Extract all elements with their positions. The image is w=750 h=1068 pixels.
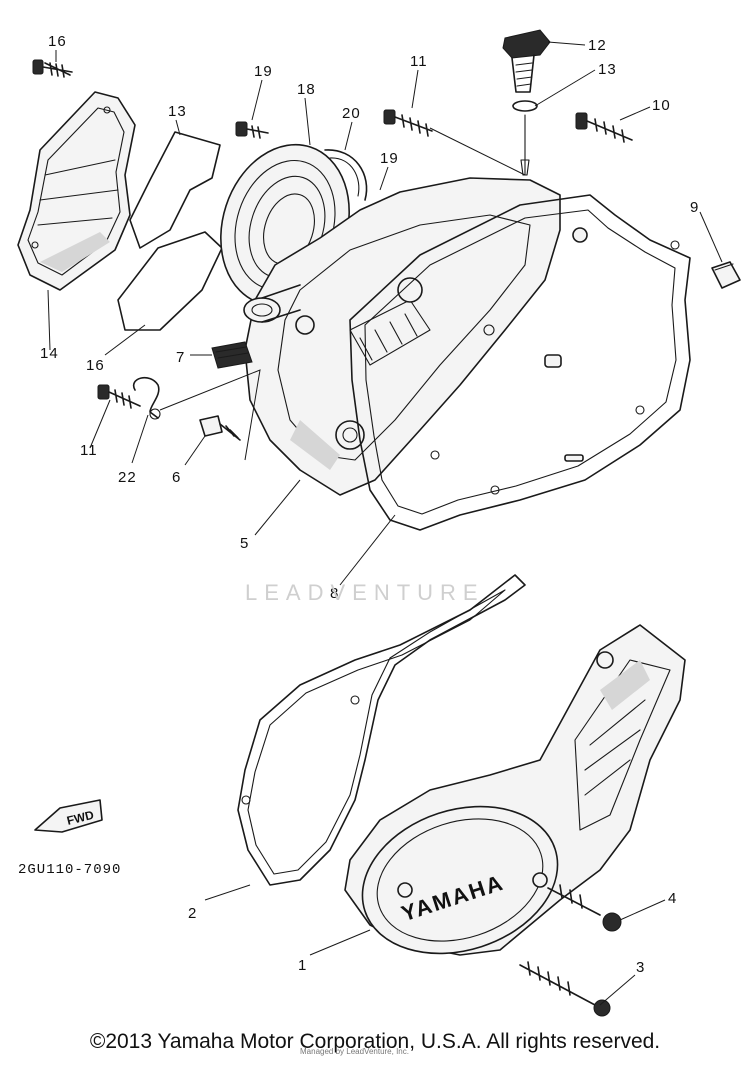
part-20-seal[interactable] [324,149,368,201]
part-2-gasket[interactable] [237,574,526,886]
callout-5: 5 [240,535,249,552]
leader-lines [47,41,723,1006]
callout-9: 9 [690,199,699,216]
part-6-drain-plug[interactable] [199,415,241,441]
callout-8: 8 [330,585,339,602]
callout-13: 13 [598,61,617,78]
callout-7: 7 [176,349,185,366]
part-21-bolt[interactable] [235,121,269,139]
callout-15: 13 [168,103,187,120]
part-14-cover-plate[interactable] [17,91,136,291]
part-17-screw[interactable] [32,59,73,78]
part-16-plate[interactable] [117,231,223,331]
callout-17: 16 [48,33,67,50]
callout-22: 22 [118,469,137,486]
callout-4: 4 [668,890,677,907]
part-4-screw[interactable] [547,884,622,932]
fwd-label: FWD [65,808,95,828]
copyright-footer: ©2013 Yamaha Motor Corporation, U.S.A. A… [89,1030,661,1053]
callout-6: 6 [172,469,181,486]
callout-10: 10 [652,97,671,114]
callout-16: 16 [86,357,105,374]
part-5-crankcase-cover[interactable] [243,177,561,496]
callout-labels: 16 13 19 18 20 19 11 12 13 10 9 14 16 7 … [40,33,699,976]
callout-1: 1 [298,957,307,974]
callout-11-top: 11 [410,53,428,70]
callout-3: 3 [636,959,645,976]
callout-21: 19 [254,63,273,80]
part-22-clip[interactable] [132,376,161,420]
part-11-bolt-left[interactable] [97,384,141,409]
part-1-outer-cover[interactable]: YAMAHA [343,624,686,977]
callout-11-left: 11 [80,442,98,459]
part-8-gasket[interactable] [349,194,691,531]
part-10-bolt[interactable] [575,112,633,143]
part-15-gasket[interactable] [129,131,221,249]
credit-text: Managed by LeadVenture, Inc. [300,1047,409,1056]
callout-20: 20 [342,105,361,122]
callout-12: 12 [588,37,607,54]
part-12-oil-cap[interactable] [502,29,551,93]
callout-14: 14 [40,345,59,362]
callout-18: 18 [297,81,316,98]
part-13-o-ring[interactable] [512,100,538,176]
part-3-bolt[interactable] [519,961,611,1017]
callout-2: 2 [188,905,197,922]
part-9-plug[interactable] [711,261,741,289]
part-7-filter[interactable] [211,341,253,369]
watermark-text: LEADVENTURE [245,580,485,605]
part-11-bolt-top[interactable] [383,109,433,137]
callout-19: 19 [380,150,399,167]
forward-arrow-icon: FWD [34,799,103,833]
diagram-code: 2GU110-7090 [18,862,122,878]
